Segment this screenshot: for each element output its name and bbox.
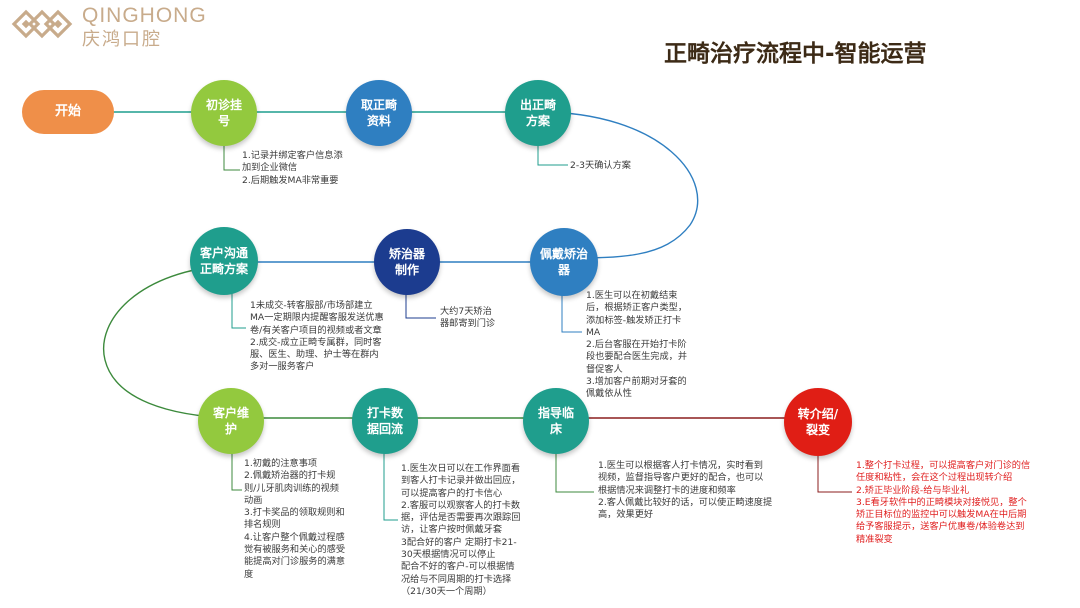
node-referral[interactable]: 转介绍/裂变 xyxy=(784,388,852,456)
note-maintain: 1.初戴的注意事项 2.佩戴矫治器的打卡规 则/儿牙肌肉训练的视频 动画 3.打… xyxy=(244,458,346,580)
node-wearing[interactable]: 佩戴矫治器 xyxy=(530,228,598,296)
leader-first-visit xyxy=(223,140,240,171)
note-appliance: 大约7天矫治 器邮寄到门诊 xyxy=(440,306,496,330)
leader-plan xyxy=(537,140,568,166)
node-appliance[interactable]: 矫治器制作 xyxy=(374,229,440,295)
node-records[interactable]: 取正畸资料 xyxy=(346,80,412,146)
right-arc xyxy=(539,111,699,259)
node-first-visit[interactable]: 初诊挂号 xyxy=(191,80,257,146)
node-start[interactable]: 开始 xyxy=(22,90,114,134)
node-maintain[interactable]: 客户维护 xyxy=(198,388,264,454)
node-checkin[interactable]: 打卡数据回流 xyxy=(352,388,418,454)
note-wearing: 1.医生可以在初戴结束 后，根据矫正客户类型， 添加标签-触发矫正打卡 MA 2… xyxy=(586,290,688,400)
leader-communicate xyxy=(231,290,246,329)
note-first-visit: 1.记录并绑定客户信息添 加到企业微信 2.后期触发MA非常重要 xyxy=(242,150,343,186)
left-arc xyxy=(103,264,233,419)
node-plan[interactable]: 出正畸方案 xyxy=(505,80,571,146)
node-guidance[interactable]: 指导临床 xyxy=(523,388,589,454)
leader-maintain xyxy=(231,448,242,491)
leader-guidance xyxy=(555,446,594,493)
qinghong-logo-mark-icon xyxy=(11,9,73,39)
leader-checkin xyxy=(383,448,398,521)
page-title: 正畸治疗流程中-智能运营 xyxy=(664,41,927,67)
note-referral: 1.整个打卡过程，可以提高客户对门诊的信 任度和粘性，会在这个过程出现转介绍 2… xyxy=(856,460,1031,545)
leader-referral xyxy=(817,446,852,493)
brand-name-cn: 庆鸿口腔 xyxy=(82,29,162,50)
leader-wearing xyxy=(561,292,582,333)
brand-logo: QINGHONG 庆鸿口腔 xyxy=(10,4,250,50)
brand-name-en: QINGHONG xyxy=(82,4,207,27)
note-communicate: 1未成交-转客服部/市场部建立 MA一定期限内提醒客服发送优惠 卷/有关客户项目… xyxy=(250,300,384,373)
note-plan: 2-3天确认方案 xyxy=(570,160,631,171)
note-checkin: 1.医生次日可以在工作界面看 到客人打卡记录并做出回应， 可以提高客户的打卡信心… xyxy=(401,463,521,597)
node-communicate[interactable]: 客户沟通正畸方案 xyxy=(190,227,258,295)
leader-appliance xyxy=(405,290,436,319)
note-guidance: 1.医生可以根据客人打卡情况，实时看到 视频，监督指导客户更好的配合，也可以 根… xyxy=(598,460,773,521)
